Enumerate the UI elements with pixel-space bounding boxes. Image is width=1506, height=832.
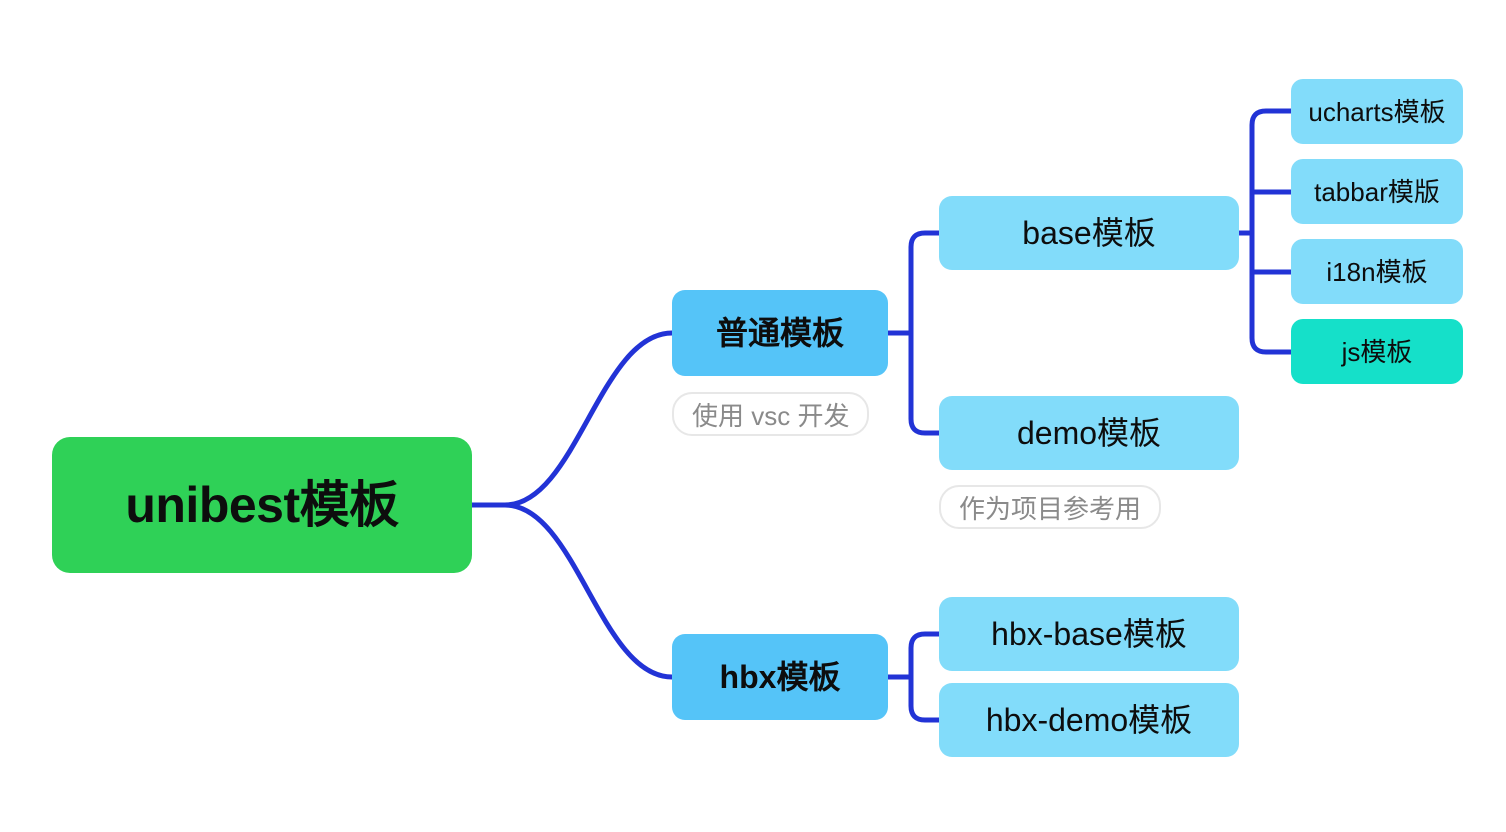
node-sub-hbx-base[interactable]: hbx-base模板 [939, 597, 1239, 671]
node-sub-demo[interactable]: demo模板 [939, 396, 1239, 470]
note-demo-reference-text: 作为项目参考用 [959, 493, 1142, 524]
node-sub-demo-label: demo模板 [1016, 415, 1162, 451]
node-leaf-i18n-label: i18n模板 [1326, 256, 1428, 287]
node-leaf-tabbar-label: tabbar模版 [1314, 176, 1440, 207]
edge-normal-bracket [908, 230, 942, 436]
node-leaf-tabbar[interactable]: tabbar模版 [1291, 159, 1463, 224]
node-sub-hbx-base-label: hbx-base模板 [991, 616, 1187, 652]
node-sub-base[interactable]: base模板 [939, 196, 1239, 270]
node-leaf-i18n[interactable]: i18n模板 [1291, 239, 1463, 304]
node-branch-hbx-label: hbx模板 [719, 659, 841, 695]
node-leaf-ucharts[interactable]: ucharts模板 [1291, 79, 1463, 144]
node-leaf-js[interactable]: js模板 [1291, 319, 1463, 384]
node-sub-base-label: base模板 [1022, 215, 1156, 251]
node-leaf-js-label: js模板 [1341, 336, 1413, 367]
edge-root-to-hbx [502, 502, 675, 680]
node-branch-hbx[interactable]: hbx模板 [672, 634, 888, 720]
node-leaf-ucharts-label: ucharts模板 [1308, 96, 1446, 127]
node-branch-normal[interactable]: 普通模板 [672, 290, 888, 376]
node-root-unibest[interactable]: unibest模板 [52, 437, 472, 573]
node-root-label: unibest模板 [125, 477, 399, 533]
node-sub-hbx-demo[interactable]: hbx-demo模板 [939, 683, 1239, 757]
edge-base-bracket [1249, 108, 1294, 355]
node-sub-hbx-demo-label: hbx-demo模板 [985, 702, 1193, 738]
note-normal-vsc-text: 使用 vsc 开发 [692, 400, 850, 431]
note-normal-vsc: 使用 vsc 开发 [672, 392, 870, 436]
node-branch-normal-label: 普通模板 [715, 315, 844, 351]
edge-hbx-bracket [908, 631, 942, 723]
note-demo-reference: 作为项目参考用 [939, 485, 1162, 529]
edge-root-to-normal [502, 330, 675, 508]
